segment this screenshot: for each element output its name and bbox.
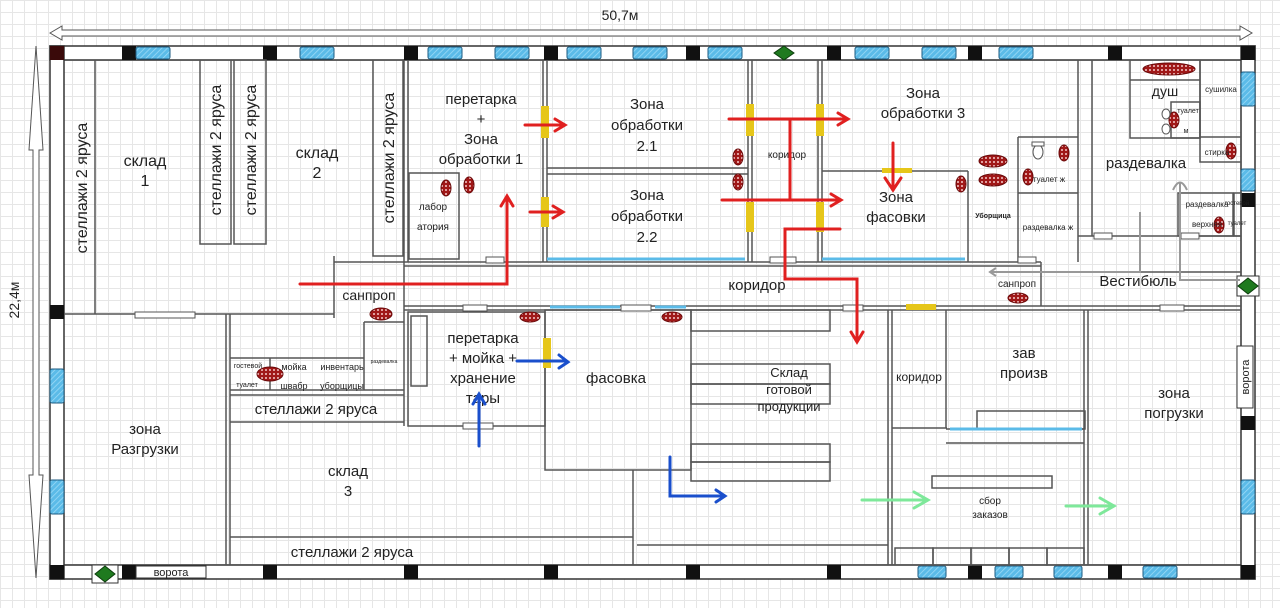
exit-icon-right — [1237, 277, 1259, 295]
room-label: раздевалка — [1106, 155, 1187, 172]
room-label: уборщицы — [320, 381, 364, 391]
room-label: туалет — [1228, 221, 1247, 227]
lobby-flow-arrows — [988, 181, 1240, 281]
room-label: + — [477, 111, 486, 128]
width-dimension: 50,7м — [49, 7, 1253, 41]
label-racks-1: стеллажи 2 яруса — [74, 123, 91, 254]
room-label: Зона — [630, 187, 665, 204]
room-labels: стеллажи 2 яруса склад 1 стеллажи 2 ярус… — [74, 83, 1249, 561]
room-label: сушилка — [1205, 85, 1237, 94]
room-label: обработки — [611, 208, 683, 225]
label-sklad1-a: склад — [124, 153, 167, 170]
room-label: раздевалка ж — [1023, 223, 1074, 232]
room-label: душ — [1152, 83, 1178, 99]
room-label: обработки 3 — [881, 105, 966, 122]
room-label: перетарка — [447, 330, 519, 347]
room-label: коридор — [768, 150, 807, 161]
room-label: Уборщица — [975, 212, 1011, 220]
label-sklad2-a: склад — [296, 145, 339, 162]
room-label: раздевалка — [371, 359, 398, 365]
room-label: швабр — [280, 381, 307, 391]
room-label: Зона — [464, 131, 499, 148]
glass-partitions — [547, 257, 1082, 431]
room-label: фасовки — [866, 209, 926, 226]
room-label: 2.1 — [637, 138, 658, 155]
room-label: произв — [1000, 365, 1048, 382]
room-label: Вестибюль — [1099, 273, 1176, 290]
room-label: ворота — [154, 567, 190, 579]
room-label: санпроп — [342, 287, 395, 303]
room-label: стирка — [1205, 148, 1230, 157]
label-racks-3: стеллажи 2 яруса — [381, 93, 398, 224]
room-label: погрузки — [1144, 405, 1203, 422]
toilet-icons — [1031, 108, 1171, 160]
room-label: 3 — [344, 483, 352, 500]
exit-icon-top — [773, 45, 795, 61]
gate-right: ворота — [1236, 345, 1254, 409]
room-label: Зона — [906, 85, 941, 102]
room-label: зона — [1158, 385, 1190, 402]
red-flow-arrows — [298, 111, 903, 345]
room-label: обработки — [611, 117, 683, 134]
label-sklad1-b: 1 — [141, 173, 150, 190]
room-label: Разгрузки — [111, 441, 179, 458]
room-label: готовой — [766, 382, 812, 397]
gate-bottom: ворота — [135, 565, 207, 579]
room-label: атория — [417, 222, 449, 233]
room-label: сбор — [979, 495, 1001, 507]
exit-icon-bottom — [94, 565, 116, 583]
room-label: ворота — [1240, 359, 1252, 395]
label-corridor-main: коридор — [728, 277, 785, 294]
room-label: коридор — [896, 370, 942, 384]
room-label: стеллажи 2 яруса — [255, 401, 378, 418]
room-label: 2.2 — [637, 229, 658, 246]
room-label: лабор — [419, 201, 448, 213]
height-dimension: 22,4м — [6, 45, 44, 579]
room-label: туалет — [236, 382, 258, 389]
room-label: стеллажи 2 яруса — [291, 544, 414, 561]
room-label: заказов — [972, 510, 1008, 521]
room-label: + мойка + — [449, 350, 517, 367]
room-label: раздевалка — [1186, 200, 1229, 209]
room-label: Склад — [770, 365, 808, 380]
room-label: обработки 1 — [439, 151, 524, 168]
room-label: верхняя — [1192, 220, 1222, 229]
label-racks-2a: стеллажи 2 яруса — [208, 85, 225, 216]
width-label: 50,7м — [602, 7, 639, 23]
room-label: гостевой — [234, 362, 262, 370]
room-label: мойка — [281, 362, 306, 372]
yellow-doors — [541, 104, 936, 368]
blue-flow-arrows — [471, 353, 728, 504]
room-label: гостевой — [1225, 200, 1249, 207]
room-label: продукции — [758, 399, 821, 414]
room-label: туалет — [1177, 108, 1199, 115]
columns — [50, 46, 1255, 579]
room-label: Зона — [879, 189, 914, 206]
sinks — [256, 62, 1237, 382]
room-label: зав — [1012, 345, 1035, 362]
label-racks-2b: стеллажи 2 яруса — [243, 85, 260, 216]
room-label: склад — [328, 463, 368, 480]
height-label: 22,4м — [6, 282, 22, 319]
room-label: м — [1184, 128, 1189, 135]
room-label: зона — [129, 421, 161, 438]
interior-walls — [64, 59, 1242, 566]
room-label: инвентарь — [320, 362, 364, 372]
room-label: фасовка — [586, 370, 647, 387]
room-label: хранение — [450, 370, 516, 387]
room-label: Зона — [630, 96, 665, 113]
windows — [49, 46, 1256, 579]
room-label: туалет ж — [1033, 175, 1066, 184]
exit-markers — [91, 45, 1260, 584]
green-flow-arrows — [860, 490, 1118, 516]
label-sklad2-b: 2 — [313, 165, 322, 182]
room-label: перетарка — [445, 91, 517, 108]
room-label: санпроп — [998, 279, 1036, 290]
